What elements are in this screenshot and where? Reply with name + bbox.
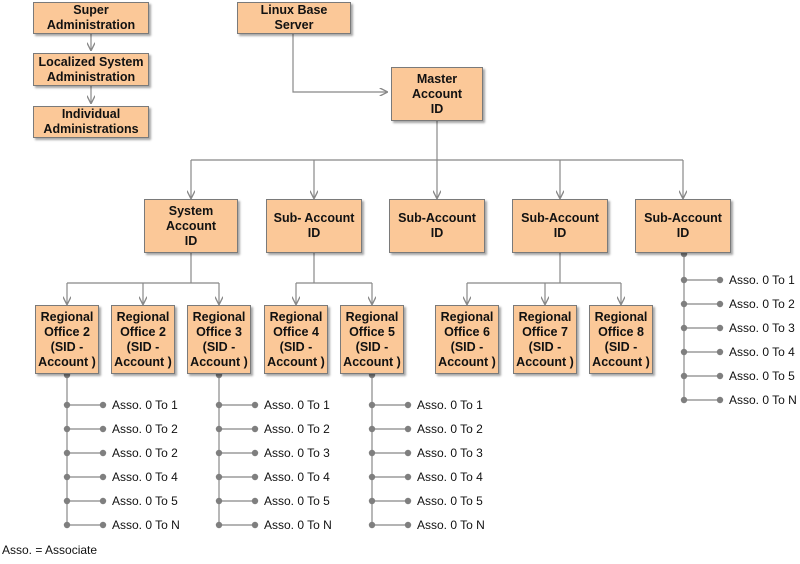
individual-administrations-box: Individual Administrations (33, 106, 149, 138)
associate-dot (99, 425, 107, 433)
associate-dot (716, 276, 724, 284)
associate-dot (251, 425, 259, 433)
associate-label: Asso. 0 To 2 (264, 422, 330, 436)
associate-dot (251, 473, 259, 481)
sub-account-box-1: Sub- Account ID (266, 199, 362, 253)
server-to-master-arrow (292, 33, 387, 92)
associate-dot (680, 300, 688, 308)
localized-administration-box: Localized System Administration (33, 53, 149, 86)
associate-dot (404, 473, 412, 481)
associate-label: Asso. 0 To N (264, 518, 332, 532)
associate-label: Asso. 0 To 1 (729, 273, 795, 287)
system-account-box: System Account ID (144, 199, 238, 253)
associate-dot (251, 401, 259, 409)
super-administration-box: Super Administration (33, 2, 149, 34)
associate-label: Asso. 0 To 3 (729, 321, 795, 335)
regional-office-box: Regional Office 4 (SID - Account ) (264, 305, 328, 374)
associate-dot (63, 425, 71, 433)
regional-office-box: Regional Office 2 (SID - Account ) (35, 305, 99, 374)
associate-label: Asso. 0 To 1 (264, 398, 330, 412)
associate-dot (215, 497, 223, 505)
associate-dot (368, 449, 376, 457)
associate-dot (368, 425, 376, 433)
associate-dot (404, 497, 412, 505)
associate-dot (99, 521, 107, 529)
associate-label: Asso. 0 To 4 (112, 470, 178, 484)
associate-dot (368, 401, 376, 409)
associate-label: Asso. 0 To 5 (729, 369, 795, 383)
associate-dot (716, 396, 724, 404)
associate-label: Asso. 0 To 1 (417, 398, 483, 412)
master-account-box: Master Account ID (391, 67, 483, 121)
associate-dot (680, 324, 688, 332)
associate-label: Asso. 0 To 4 (417, 470, 483, 484)
associate-label: Asso. 0 To N (112, 518, 180, 532)
associate-dot (215, 449, 223, 457)
associate-dot (368, 497, 376, 505)
associate-dot (63, 401, 71, 409)
associate-dot (99, 473, 107, 481)
associate-dot (368, 473, 376, 481)
associate-dot (404, 521, 412, 529)
associate-dot (404, 401, 412, 409)
associate-dot (63, 497, 71, 505)
associate-dot (63, 449, 71, 457)
regional-office-box: Regional Office 7 (SID - Account ) (513, 305, 577, 374)
associate-dot (215, 425, 223, 433)
associate-dot (680, 348, 688, 356)
associate-label: Asso. 0 To 5 (264, 494, 330, 508)
associate-label: Asso. 0 To 5 (417, 494, 483, 508)
sub-account-box-4: Sub-Account ID (635, 199, 731, 253)
associate-dot (680, 396, 688, 404)
associate-dot (716, 324, 724, 332)
associate-label: Asso. 0 To 2 (112, 422, 178, 436)
linux-server-box: Linux Base Server (237, 2, 351, 34)
associate-dot (215, 401, 223, 409)
associate-label: Asso. 0 To 4 (264, 470, 330, 484)
associate-label: Asso. 0 To N (417, 518, 485, 532)
regional-office-box: Regional Office 3 (SID - Account ) (187, 305, 251, 374)
regional-office-box: Regional Office 2 (SID - Account ) (111, 305, 175, 374)
associate-dot (251, 521, 259, 529)
associate-dot (404, 449, 412, 457)
associate-dot (716, 348, 724, 356)
associate-dot (680, 372, 688, 380)
associate-dot (63, 473, 71, 481)
sub-account-box-2: Sub-Account ID (389, 199, 485, 253)
associate-dot (680, 276, 688, 284)
associate-dot (716, 300, 724, 308)
regional-office-box: Regional Office 8 (SID - Account ) (589, 305, 653, 374)
footnote: Asso. = Associate (2, 543, 98, 557)
associate-label: Asso. 0 To 3 (264, 446, 330, 460)
associate-label: Asso. 0 To 2 (112, 446, 178, 460)
associate-label: Asso. 0 To 4 (729, 345, 795, 359)
associate-dot (251, 449, 259, 457)
associate-dot (63, 521, 71, 529)
associate-dot (99, 449, 107, 457)
associate-dot (251, 497, 259, 505)
associate-label: Asso. 0 To 3 (417, 446, 483, 460)
associate-label: Asso. 0 To N (729, 393, 797, 407)
associate-label: Asso. 0 To 2 (417, 422, 483, 436)
associate-dot (215, 473, 223, 481)
associate-dot (99, 497, 107, 505)
regional-office-box: Regional Office 5 (SID - Account ) (340, 305, 404, 374)
associate-dot (99, 401, 107, 409)
associate-label: Asso. 0 To 2 (729, 297, 795, 311)
associate-dot (716, 372, 724, 380)
associate-label: Asso. 0 To 1 (112, 398, 178, 412)
associate-dot (368, 521, 376, 529)
associate-label: Asso. 0 To 5 (112, 494, 178, 508)
regional-office-box: Regional Office 6 (SID - Account ) (435, 305, 499, 374)
sub-account-box-3: Sub-Account ID (512, 199, 608, 253)
associate-dot (215, 521, 223, 529)
associate-dot (404, 425, 412, 433)
